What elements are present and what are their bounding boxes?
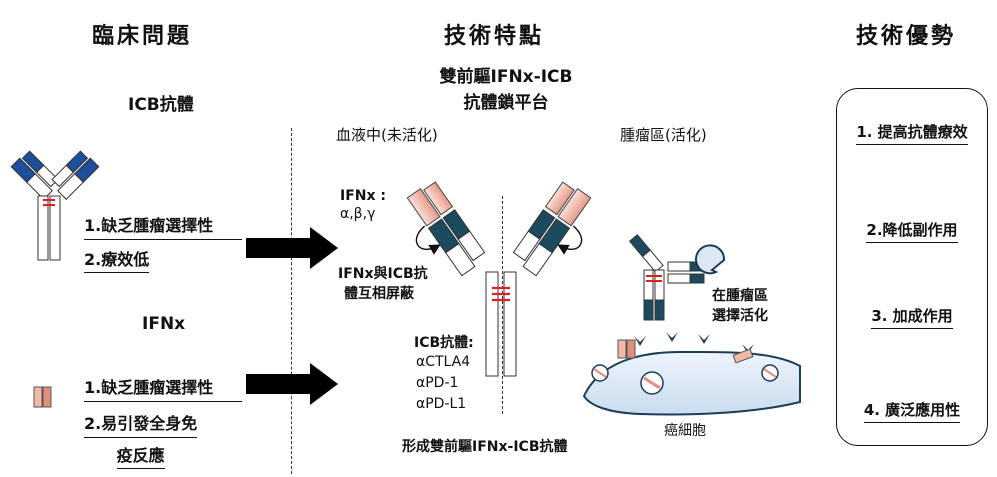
advantage-item: 4. 廣泛應用性	[837, 399, 987, 423]
header-tech-features: 技術特點	[444, 24, 545, 49]
platform-title-line1: 雙前驅IFNx-ICB	[439, 67, 573, 87]
activate-label-line2: 選擇活化	[712, 308, 768, 324]
cancer-cell-label: 癌細胞	[664, 423, 706, 439]
icb-title: ICB抗體	[128, 95, 194, 115]
advantage-item: 1. 提高抗體療效	[837, 121, 987, 145]
ifnx-problem-2-line1: 2.易引發全身免	[84, 410, 198, 438]
advantage-item: 2.降低副作用	[837, 219, 987, 243]
icb-label: ICB抗體:	[414, 335, 474, 351]
arrow-icb-right-icon	[246, 227, 338, 269]
activate-label: 在腫瘤區 選擇活化	[712, 286, 768, 326]
icb-problem-2: 2.療效低	[84, 250, 150, 273]
platform-title-line2: 抗體鎖平台	[463, 93, 549, 113]
shield-label: IFNx與ICB抗 體互相屏蔽	[338, 264, 428, 304]
divider-left	[291, 128, 292, 474]
advantage-item: 3. 加成作用	[837, 305, 987, 329]
ifnx-problem-1: 1.缺乏腫瘤選擇性	[84, 374, 242, 402]
ifnx-title: IFNx	[142, 314, 186, 334]
platform-title: 雙前驅IFNx-ICB 抗體鎖平台	[396, 64, 616, 116]
arrow-ifnx-right-icon	[246, 363, 338, 405]
cancer-cell-icon	[582, 332, 801, 416]
ifnx-problem-2: 2.易引發全身免 疫反應	[84, 410, 198, 469]
form-label: 形成雙前驅IFNx-ICB抗體	[402, 439, 568, 455]
icb-problem-1: 1.缺乏腫瘤選擇性	[84, 212, 242, 240]
ifnx-problem-2-line2: 疫反應	[116, 446, 165, 469]
icb-target: αCTLA4	[416, 354, 471, 370]
header-clinical-problems: 臨床問題	[92, 24, 193, 49]
shield-label-line2: 體互相屏蔽	[344, 286, 414, 302]
activate-label-line1: 在腫瘤區	[712, 288, 768, 304]
icb-target: αPD-1	[416, 375, 459, 391]
icb-antibody-icon	[10, 150, 100, 261]
divider-middle	[502, 196, 503, 414]
ifnx-types: α,β,γ	[340, 206, 376, 222]
ifnx-small-icon	[33, 386, 52, 408]
header-tech-advantages: 技術優勢	[856, 24, 957, 49]
activated-antibody-icon	[628, 234, 726, 321]
icb-target: αPD-L1	[416, 396, 467, 412]
blood-label: 血液中(未活化)	[336, 126, 438, 144]
tumor-label: 腫瘤區(活化)	[620, 126, 707, 144]
prodrug-antibody-icon	[406, 181, 592, 377]
advantages-box: 1. 提高抗體療效 2.降低副作用 3. 加成作用 4. 廣泛應用性	[836, 88, 988, 446]
ifnx-label: IFNx :	[340, 188, 386, 204]
icb-targets: αCTLA4 αPD-1 αPD-L1	[416, 352, 470, 415]
shield-label-line1: IFNx與ICB抗	[338, 266, 428, 282]
